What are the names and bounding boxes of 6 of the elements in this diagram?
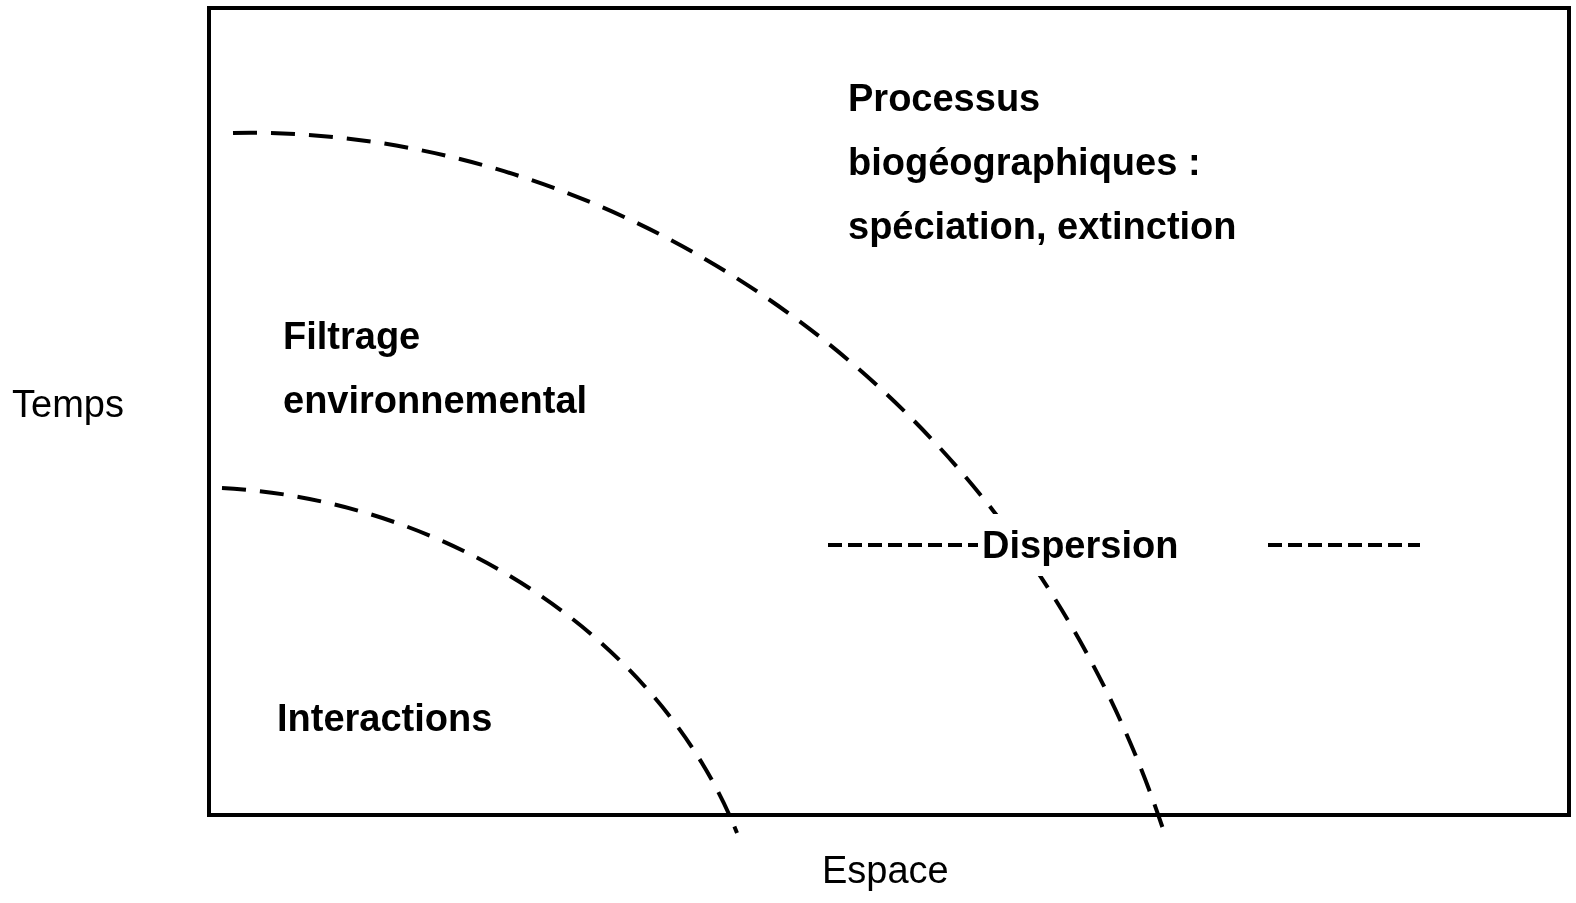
region-label: Processus biogéographiques : spéciation, extinction xyxy=(848,76,1238,249)
region-label: Dispersion xyxy=(982,514,1179,576)
region-label: Filtrage environnemental xyxy=(283,314,589,423)
axis-label: Espace xyxy=(822,848,949,893)
region-label: Interactions xyxy=(277,696,493,741)
axis-label: Temps xyxy=(12,382,125,427)
